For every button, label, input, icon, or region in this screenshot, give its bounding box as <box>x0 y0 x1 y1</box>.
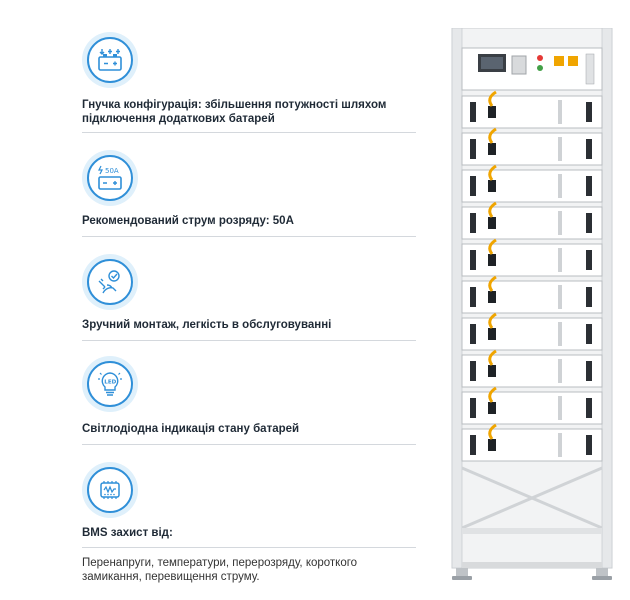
bms-description: Перенапруги, температури, перерозряду, к… <box>82 557 358 583</box>
battery-modules <box>461 90 603 462</box>
divider <box>82 444 416 445</box>
battery-module <box>461 386 603 425</box>
battery-rack-image <box>448 27 616 588</box>
battery-module <box>461 312 603 351</box>
battery-module <box>461 423 603 462</box>
feature-title: Гнучка конфігурація: збільшення потужнос… <box>82 99 387 125</box>
battery-module <box>461 275 603 314</box>
divider <box>82 340 416 341</box>
hand-wrench-check-icon <box>82 254 138 310</box>
battery-rack-svg <box>451 27 613 580</box>
battery-module <box>461 201 603 240</box>
battery-config-icon <box>82 32 138 88</box>
divider <box>82 547 416 548</box>
divider <box>82 132 416 133</box>
feature-title: Рекомендований струм розряду: 50A <box>82 215 294 227</box>
icon-label-50a: 50A <box>105 167 119 175</box>
battery-module <box>461 90 603 129</box>
feature-title: Світлодіодна індикація стану батарей <box>82 423 300 435</box>
battery-module <box>461 349 603 388</box>
feature-title: Зручний монтаж, легкість в обслуговуванн… <box>82 319 332 331</box>
icon-label-led: LED <box>104 380 116 386</box>
battery-module <box>461 127 603 166</box>
battery-module <box>461 238 603 277</box>
bms-chip-icon <box>82 462 138 518</box>
feature-title: BMS захист від: <box>82 527 173 539</box>
divider <box>82 236 416 237</box>
battery-current-icon: 50A <box>82 150 138 206</box>
control-module <box>461 47 603 91</box>
battery-module <box>461 164 603 203</box>
led-bulb-icon: LED <box>82 356 138 412</box>
